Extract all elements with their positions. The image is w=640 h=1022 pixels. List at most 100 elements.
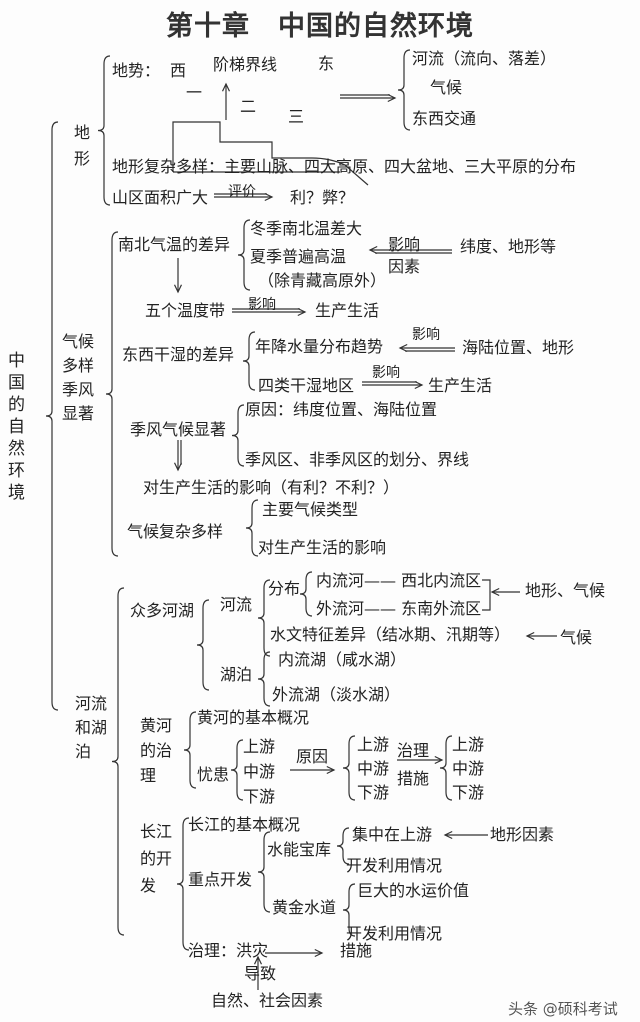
river-brace (257, 579, 271, 657)
effect-traffic: 东西交通 (412, 109, 477, 128)
yellow-overview: 黄河的基本概况 (197, 708, 310, 727)
inland-river: 内流河—— 西北内流区 (316, 571, 482, 590)
lake-brace (257, 651, 271, 707)
zones-arrow-head (297, 307, 307, 317)
monsoon-brace (231, 404, 245, 467)
key-brace (257, 831, 271, 913)
monsoon-reason: 原因：纬度位置、海陆位置 (245, 400, 438, 419)
regions-arrow-head (414, 380, 424, 390)
climate-impact: 对生产生活的影响 (258, 538, 387, 557)
govern-brace (439, 735, 453, 801)
rain-arrow-head (398, 343, 408, 353)
key-development: 重点开发 (188, 870, 253, 889)
yellow-river-node: 黄河的治理 (140, 716, 173, 785)
zones-influence: 影响 (248, 297, 276, 313)
river-label: 河流 (220, 595, 253, 614)
flood-measures: 措施 (340, 941, 373, 960)
step-1: 一 (186, 83, 203, 102)
diverse-brace (245, 499, 259, 557)
hydro-factor-arrow-head (525, 631, 535, 641)
reach-lower-1: 下游 (243, 787, 276, 806)
page-title: 第十章 中国的自然环境 (166, 11, 474, 42)
ns-brace (237, 219, 251, 291)
terrain-factor-arrow-head (443, 830, 453, 840)
dry-wet-regions: 四类干湿地区 (258, 376, 355, 395)
ns-diff: 南北气温的差异 (118, 235, 231, 254)
cause-brace (342, 735, 356, 801)
root-brace (45, 121, 59, 711)
hydropower: 水能宝库 (267, 840, 332, 859)
monsoon-down-arrow-head (173, 462, 183, 472)
root-node: 中国的自然环境 (8, 351, 25, 503)
terrain-factor: 地形因素 (490, 825, 555, 844)
govern-arrow-head (434, 755, 444, 765)
reach-middle-2: 中游 (357, 759, 390, 778)
use-status-2: 开发利用情况 (346, 924, 443, 943)
watermark: 头条 @硕科考试 (508, 1000, 618, 1018)
staircase-profile (172, 121, 369, 186)
climate-brace (105, 231, 119, 557)
monsoon-division: 季风区、非季风区的划分、界线 (245, 450, 470, 469)
reach-upper-1: 上游 (243, 737, 276, 756)
yellow-brace (183, 711, 197, 789)
evaluate-arrow-head (264, 192, 274, 202)
climate-types: 主要气候类型 (262, 500, 359, 519)
yangtze-brace (176, 817, 190, 951)
hydro-factor: 气候 (560, 628, 593, 647)
effect-rivers: 河流（流向、落差） (412, 49, 557, 68)
east-label: 东 (318, 54, 335, 73)
flood-factors: 自然、社会因素 (211, 991, 324, 1010)
inland-lake: 内流湖（咸水湖） (278, 650, 407, 669)
ns-influence: 影响 (388, 235, 421, 254)
step-3: 三 (288, 107, 305, 126)
hydro-brace (336, 827, 350, 865)
evaluate-label: 评价 (228, 184, 256, 200)
reach-middle-1: 中游 (243, 762, 276, 781)
boundary-label: 阶梯界线 (213, 55, 278, 74)
many-rivers: 众多河湖 (130, 601, 195, 620)
shipping-value: 巨大的水运价值 (357, 881, 470, 900)
flood-govern: 治理：洪灾 (188, 941, 269, 960)
many-brace (196, 599, 210, 691)
terrain-brace (97, 55, 111, 206)
slope-effects-brace (397, 49, 411, 131)
lead-arrow-head (253, 955, 263, 965)
temp-zones: 五个温度带 (145, 301, 226, 320)
ns-factor-label: 因素 (388, 257, 421, 276)
ns-factor-arrow-head (368, 245, 378, 255)
effect-climate: 气候 (430, 78, 463, 97)
mountain-label: 山区面积广大 (112, 188, 209, 207)
yangtze-overview: 长江的基本概况 (188, 815, 301, 834)
ns-down-arrow-head (173, 284, 183, 294)
dist-factors: 地形、气候 (525, 581, 606, 600)
monsoon: 季风气候显著 (130, 420, 227, 439)
ew-diff: 东西干湿的差异 (122, 345, 235, 364)
slope-effects-arrow-head (387, 93, 397, 103)
reach-middle-3: 中游 (452, 759, 485, 778)
reach-upper-3: 上游 (452, 735, 485, 754)
boundary-arrow-head (221, 82, 231, 92)
problems-brace (230, 739, 244, 801)
dist-brace (299, 571, 313, 617)
rain-influence: 影响 (412, 327, 440, 343)
ns-factors: 纬度、地形等 (460, 237, 557, 256)
reach-lower-2: 下游 (357, 783, 390, 802)
climate-node: 气候多样季风显著 (62, 332, 95, 423)
use-status-1: 开发利用情况 (346, 856, 443, 875)
yellow-problems: 忧患 (197, 765, 230, 784)
monsoon-impact: 对生产生活的影响（有利？不利？） (143, 478, 400, 497)
slope-label: 地势： (112, 61, 161, 80)
pros-cons: 利？弊？ (290, 188, 355, 207)
outflow-lake: 外流湖（淡水湖） (272, 685, 401, 704)
rivers-brace (111, 587, 125, 936)
rain-factors: 海陆位置、地形 (462, 338, 575, 357)
lake-label: 湖泊 (220, 665, 253, 684)
measures-label: 措施 (397, 769, 430, 788)
rivers-node: 河流和湖泊 (75, 692, 111, 764)
ns-item-2: 夏季普遍高温 (250, 247, 347, 266)
lead-to: 导致 (244, 964, 277, 983)
terrain-node: 地形 (74, 123, 91, 168)
ns-item-1: 冬季南北温差大 (250, 219, 363, 238)
